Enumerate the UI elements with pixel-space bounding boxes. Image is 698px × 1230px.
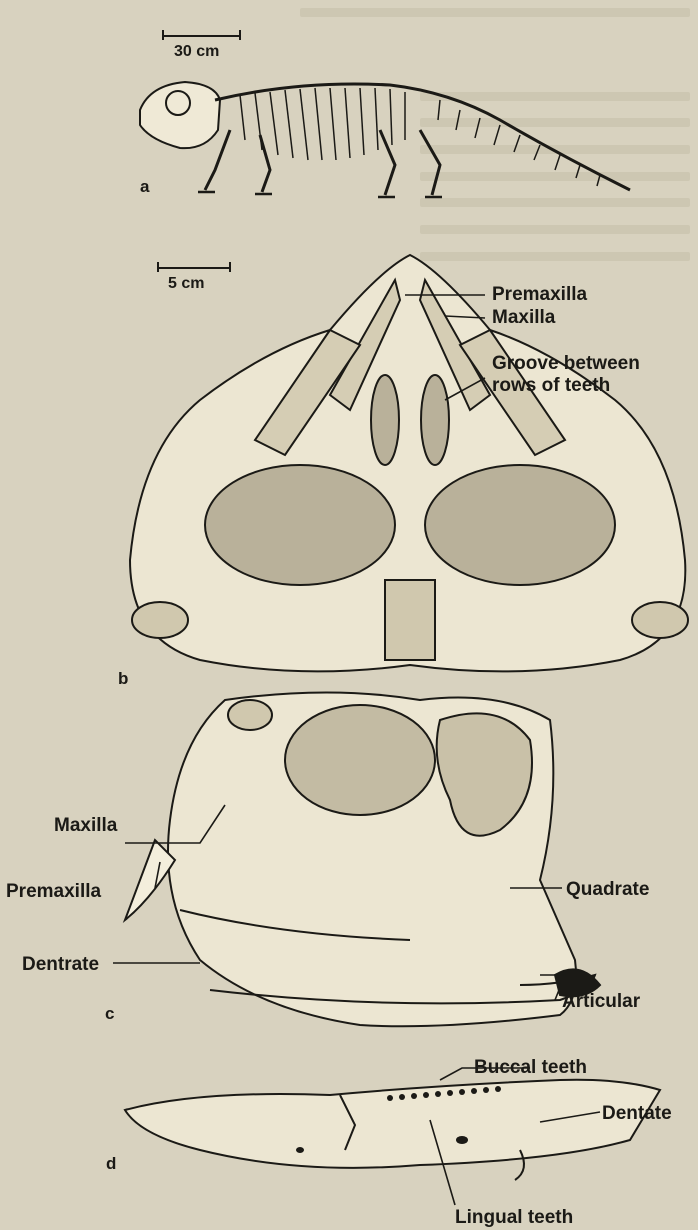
lower-jaw-illustration <box>125 1080 660 1180</box>
skeleton-illustration <box>140 82 630 197</box>
scale-bar-b <box>158 262 230 272</box>
figure-letter-c: c <box>105 1005 114 1022</box>
label-maxilla-b: Maxilla <box>492 308 555 327</box>
figure-letter-a: a <box>140 178 149 195</box>
label-articular: Articular <box>562 992 640 1011</box>
scale-label-a: 30 cm <box>174 44 219 60</box>
label-buccal-teeth: Buccal teeth <box>474 1058 587 1077</box>
scale-label-b: 5 cm <box>168 276 204 292</box>
label-maxilla-c: Maxilla <box>54 816 117 835</box>
label-lingual-teeth: Lingual teeth <box>455 1208 573 1227</box>
scale-bar-a <box>163 30 240 40</box>
label-quadrate: Quadrate <box>566 880 649 899</box>
label-groove-line2: rows of teeth <box>492 376 610 395</box>
skull-ventral-illustration <box>130 255 688 671</box>
label-dentate-d: Dentate <box>602 1104 672 1123</box>
label-dentrate-c: Dentrate <box>22 955 99 974</box>
figure-letter-b: b <box>118 670 128 687</box>
label-premaxilla-c: Premaxilla <box>6 882 101 901</box>
label-premaxilla-b: Premaxilla <box>492 285 587 304</box>
skull-lateral-illustration <box>125 693 600 1027</box>
figure-letter-d: d <box>106 1155 116 1172</box>
label-groove-line1: Groove between <box>492 354 640 373</box>
